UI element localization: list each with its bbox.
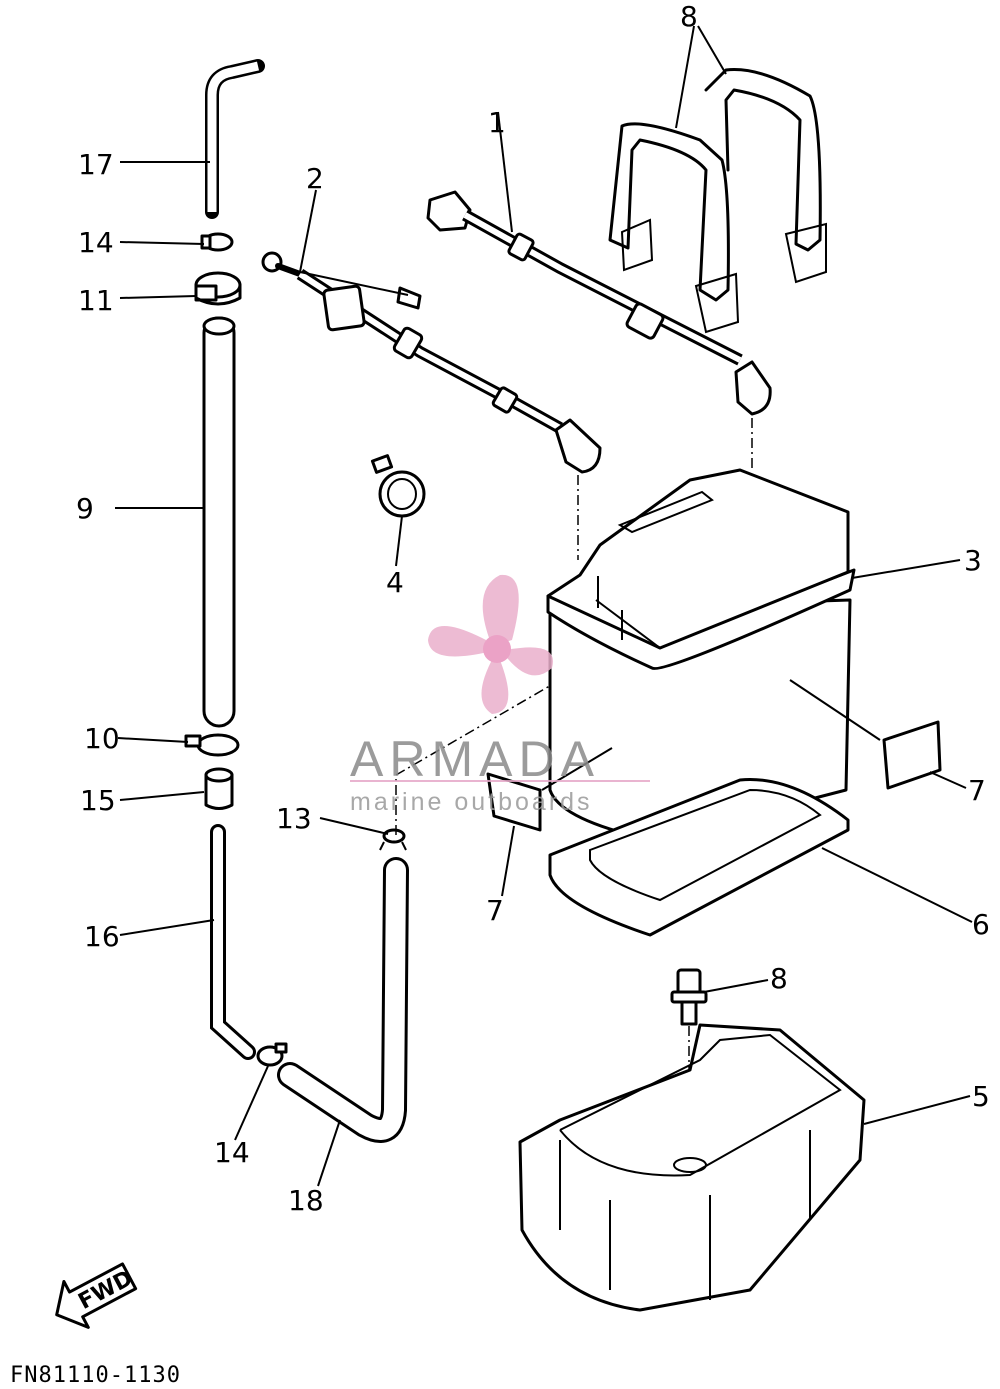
callout-14-top: 14 — [78, 226, 114, 259]
callout-6: 6 — [972, 908, 990, 941]
watermark-title: ARMADA — [350, 731, 600, 787]
part-2-cable — [261, 251, 602, 474]
callout-labels: 17 14 11 9 10 15 16 13 14 18 1 2 8 3 4 7… — [76, 0, 990, 1217]
armada-watermark: ARMADA marine outboards — [350, 574, 650, 816]
callout-10: 9 — [76, 492, 94, 525]
part-15-cap — [204, 767, 234, 810]
callout-12: 11 — [78, 284, 114, 317]
callout-11: 10 — [84, 722, 120, 755]
part-5-tray — [518, 1023, 866, 1312]
part-18-hose — [277, 857, 409, 1143]
part-7-pad-left — [486, 772, 542, 832]
part-16-hose — [210, 824, 256, 1060]
part-1-cable — [426, 190, 772, 416]
callout-16: 16 — [84, 920, 120, 953]
callout-9: 8 — [680, 0, 698, 33]
callout-17: 17 — [78, 148, 114, 181]
callout-7-left: 7 — [486, 894, 504, 927]
callout-14-bottom: 14 — [214, 1136, 250, 1169]
vent-route-line — [395, 679, 561, 835]
leader-lines — [115, 25, 973, 1187]
callout-7-right: 7 — [968, 774, 986, 807]
part-4-band — [370, 454, 426, 518]
watermark-subtitle: marine outboards — [350, 788, 593, 816]
propeller-logo-icon — [428, 574, 554, 714]
part-11-clamp — [184, 733, 240, 757]
part-9-straps — [608, 68, 827, 334]
part-8-bolt — [670, 968, 708, 1026]
callout-18: 18 — [288, 1184, 324, 1217]
part-12-clamp — [194, 271, 242, 306]
callout-15: 15 — [80, 784, 116, 817]
callout-4: 4 — [386, 566, 404, 599]
part-10-tube — [202, 316, 236, 728]
part-14-clip-top — [200, 232, 234, 252]
diagram-code: FN81110-1130 — [10, 1363, 181, 1388]
callout-8: 8 — [770, 962, 788, 995]
part-13-clip — [379, 828, 407, 851]
part-14-clip-bottom — [256, 1042, 288, 1067]
fwd-arrow-icon: FWD — [55, 1262, 138, 1329]
part-3-battery — [546, 468, 856, 842]
callout-3: 3 — [964, 544, 982, 577]
part-6-mat — [548, 778, 850, 937]
part-17-hose — [205, 59, 265, 219]
callout-2: 2 — [306, 162, 324, 195]
callout-5: 5 — [972, 1080, 990, 1113]
callout-1: 1 — [488, 106, 506, 139]
part-7-pad-right — [882, 720, 942, 790]
callout-13: 13 — [276, 802, 312, 835]
